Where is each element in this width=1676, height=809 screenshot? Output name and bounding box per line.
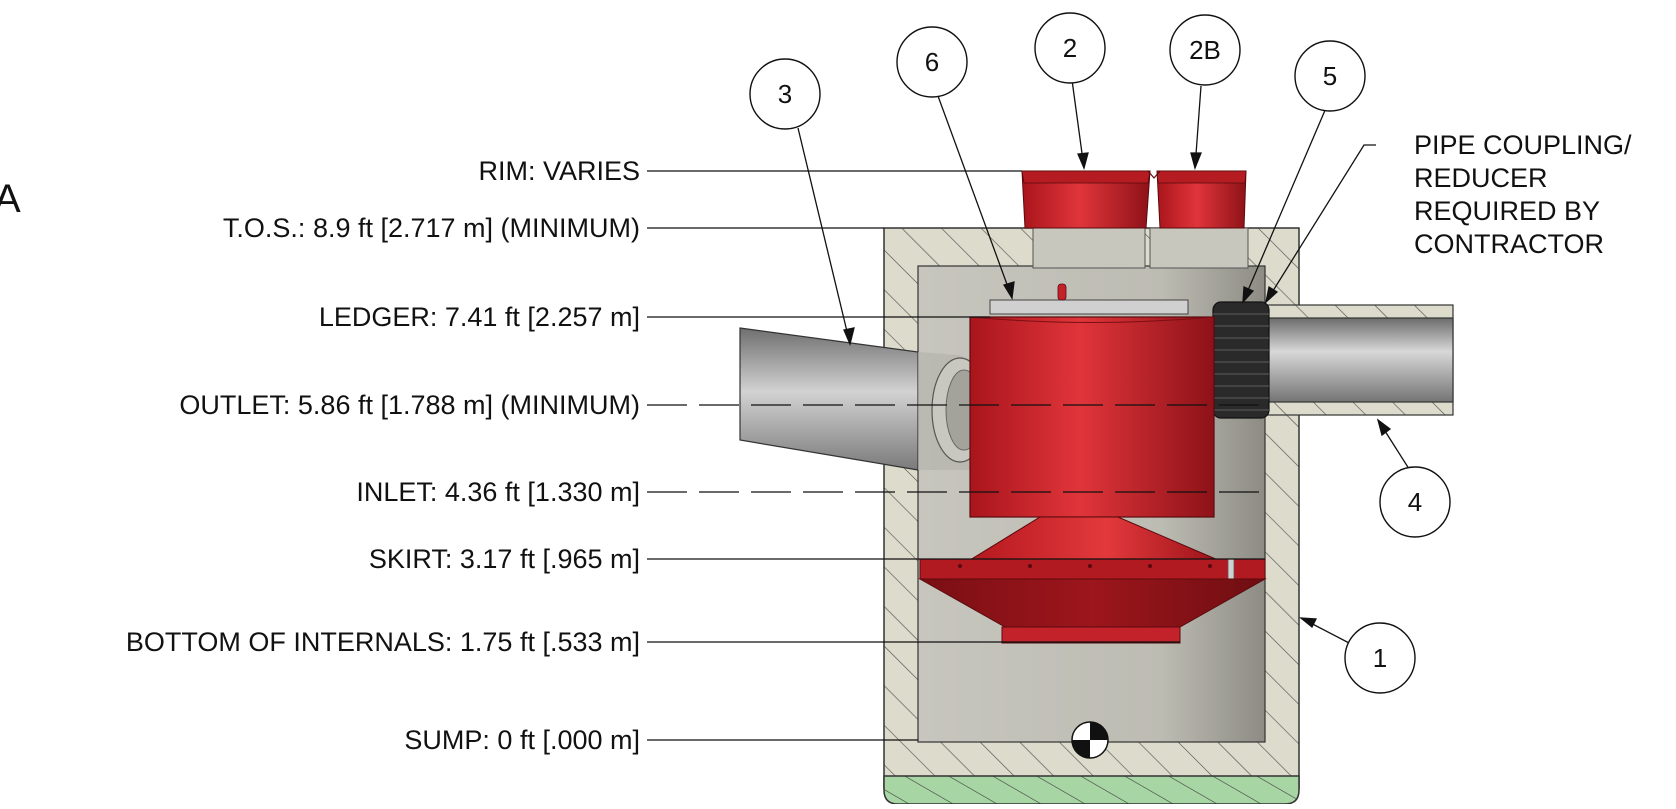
- elev-ledger: LEDGER: 7.41 ft [2.257 m]: [319, 302, 640, 332]
- ledger-tray: [989, 299, 1189, 315]
- riser-opening-2b: [1149, 227, 1249, 269]
- callout-2b-label: 2B: [1189, 35, 1221, 65]
- section-letter: A: [0, 177, 21, 221]
- base-slab: [883, 775, 1300, 805]
- callout-2: [1034, 12, 1106, 84]
- elev-skirt: SKIRT: 3.17 ft [.965 m]: [369, 544, 640, 574]
- callout-5: [1294, 40, 1366, 112]
- riser-opening: [1032, 227, 1146, 269]
- elev-sump: SUMP: 0 ft [.000 m]: [404, 725, 640, 755]
- note-line-1: PIPE COUPLING/: [1414, 130, 1632, 160]
- elev-bottom: BOTTOM OF INTERNALS: 1.75 ft [.533 m]: [126, 627, 640, 657]
- callout-1: [1344, 622, 1416, 694]
- coupling-note: PIPE COUPLING/ REDUCER REQUIRED BY CONTR…: [1414, 130, 1632, 259]
- callout-3-label: 3: [778, 79, 792, 109]
- outlet-pipe: [1264, 317, 1454, 403]
- callout-4-label: 4: [1408, 487, 1422, 517]
- callout-2-label: 2: [1063, 33, 1077, 63]
- callout-3: [749, 58, 821, 130]
- note-line-4: CONTRACTOR: [1414, 229, 1604, 259]
- pipe-coupling: [1212, 301, 1270, 419]
- note-line-2: REDUCER: [1414, 163, 1548, 193]
- inlet-pipe: [739, 327, 919, 471]
- callout-4: [1379, 466, 1451, 538]
- elev-rim: RIM: VARIES: [478, 156, 640, 186]
- callout-2b: [1169, 14, 1241, 86]
- note-line-3: REQUIRED BY: [1414, 196, 1600, 226]
- elev-inlet: INLET: 4.36 ft [1.330 m]: [356, 477, 640, 507]
- elev-tos: T.O.S.: 8.9 ft [2.717 m] (MINIMUM): [223, 213, 640, 243]
- callout-1-label: 1: [1373, 643, 1387, 673]
- callout-6-label: 6: [925, 47, 939, 77]
- callout-5-label: 5: [1323, 61, 1337, 91]
- datum-marker: [1071, 721, 1109, 759]
- internals-cylinder: [969, 316, 1215, 518]
- elev-outlet: OUTLET: 5.86 ft [1.788 m] (MINIMUM): [179, 390, 640, 420]
- bottom-ring: [1001, 626, 1181, 644]
- callout-6: [896, 26, 968, 98]
- skirt-band: [919, 558, 1266, 580]
